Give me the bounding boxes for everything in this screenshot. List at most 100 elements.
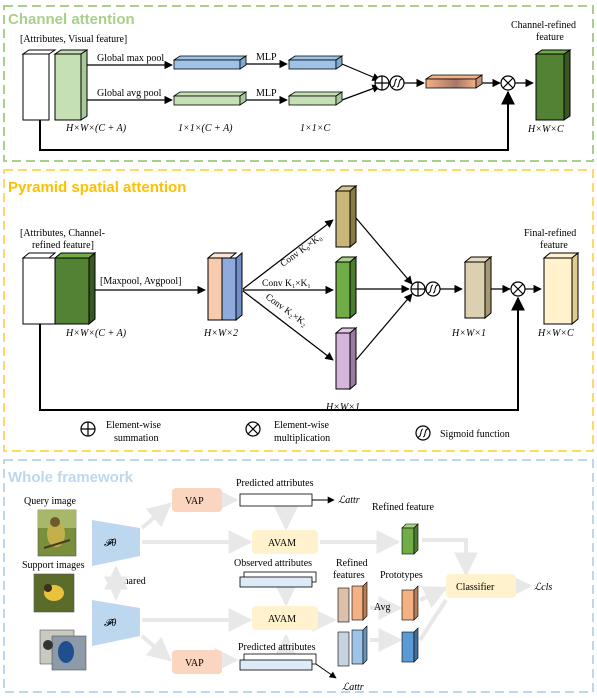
pyramid-input-block [21, 251, 97, 326]
legend-sigmoid-icon [415, 425, 431, 441]
classifier-label: Classifier [456, 582, 495, 593]
refined-features-label-1: Refined [336, 558, 368, 569]
query-image [37, 509, 77, 557]
channel-output-label-1: Channel-refined [511, 20, 576, 31]
avam-top-label: AVAM [268, 538, 296, 549]
vap-box-top: VAP [172, 488, 222, 512]
legend-sum-label-1: Element-wise [106, 420, 162, 431]
vap-box-bottom: VAP [172, 650, 222, 674]
prototypes-label: Prototypes [380, 570, 423, 581]
channel-input-label: [Attributes, Visual feature] [20, 34, 127, 45]
avg-pool-vector [172, 91, 248, 106]
pyramid-input-label-2: refined feature] [32, 240, 94, 251]
pyramid-skip-connection [39, 296, 525, 411]
pyramid-multiply-icon [510, 281, 526, 297]
pyramid-section-border [3, 169, 594, 452]
encoder-query: 𝓕θ [92, 520, 140, 566]
encoder-query-label: 𝓕θ [104, 538, 116, 549]
support-image-3 [39, 629, 87, 671]
pyramid-input-dim: H×W×(C + A) [65, 328, 127, 339]
channel-input-block [21, 49, 89, 121]
channel-weight-vector [424, 74, 484, 89]
attr-loss-top: ℒattr [338, 495, 360, 506]
conv-output-dim: H×W×1 [325, 402, 360, 413]
conv2-arrow [242, 290, 334, 361]
avam-box-top: AVAM [252, 530, 318, 554]
refined-support-features-bottom [337, 625, 368, 667]
observed-attributes-bar-2 [239, 576, 313, 588]
support-image-2 [44, 566, 84, 604]
refined-query-feature [401, 523, 419, 555]
mlp-label-top: MLP [256, 52, 277, 63]
channel-input-dim: H×W×(C + A) [65, 123, 127, 134]
max-pool-vector [172, 55, 248, 70]
mlp-label-bottom: MLP [256, 88, 277, 99]
pool-label: [Maxpool, Avgpool] [100, 276, 181, 287]
pyramid-attention-section: Pyramid spatial attention [Attributes, C… [3, 169, 594, 452]
predicted-attributes-top-label: Predicted attributes [236, 478, 314, 489]
cls-loss: ℒcls [534, 582, 552, 593]
attention-map-dim: H×W×1 [451, 328, 486, 339]
refined-feature-label: Refined feature [372, 502, 434, 513]
merge-arrow-bottom [341, 84, 381, 101]
pyramid-sum-icon [410, 281, 426, 297]
prototype-top [401, 585, 419, 621]
channel-output-block [534, 49, 572, 121]
final-output-label-1: Final-refined [524, 228, 576, 239]
channel-output-label-2: feature [536, 32, 564, 43]
predicted-attributes-bottom-label: Predicted attributes [238, 642, 316, 653]
mlp-vector-bottom [287, 91, 344, 106]
attr-loss-bottom-arrow [315, 663, 337, 679]
pooled-map [206, 251, 243, 322]
pooled-map-dim: H×W×2 [203, 328, 238, 339]
legend-sum-label-2: summation [114, 433, 158, 444]
shared-label: Shared [118, 576, 146, 587]
pyramid-sigmoid-icon [425, 281, 441, 297]
channel-attention-section: Channel attention [Attributes, Visual fe… [3, 5, 594, 162]
legend-sigmoid-label: Sigmoid function [440, 429, 510, 440]
attr-loss-bottom: ℒattr [342, 682, 364, 693]
refined-support-features-top [337, 581, 368, 623]
avam-box-bottom: AVAM [252, 606, 318, 630]
conv0-output [334, 184, 358, 249]
channel-section-title: Channel attention [8, 11, 135, 28]
sigmoid-icon [389, 75, 405, 91]
predicted-attributes-bottom-bar-2 [239, 659, 313, 671]
mlp-vector-top [287, 55, 344, 70]
legend: Element-wise summation Element-wise mult… [80, 420, 510, 444]
conv1-output [334, 255, 358, 320]
classifier-box: Classifier [446, 574, 516, 598]
channel-section-border [3, 5, 594, 162]
legend-sum-icon [80, 421, 96, 437]
prototype-bottom [401, 627, 419, 663]
pyramid-section-title: Pyramid spatial attention [8, 179, 186, 196]
observed-attributes-label: Observed attributes [234, 558, 312, 569]
conv0-label: Conv K₀×K₀ [279, 233, 324, 270]
conv2-merge [355, 293, 413, 361]
legend-mul-label-2: multiplication [274, 433, 330, 444]
final-output-dim: H×W×C [537, 328, 574, 339]
spatial-attention-map [463, 255, 493, 320]
vap-bottom-label: VAP [185, 658, 204, 669]
predicted-attributes-top-bar [239, 493, 313, 507]
pyramid-input-label-1: [Attributes, Channel- [20, 228, 105, 239]
support-images-label: Support images [22, 560, 85, 571]
channel-output-dim: H×W×C [527, 124, 564, 135]
framework-section-title: Whole framework [8, 469, 134, 486]
framework-section-border [3, 459, 594, 693]
encoder-support: 𝓕θ [92, 600, 140, 646]
final-output-label-2: feature [540, 240, 568, 251]
avg-label: Avg [374, 602, 390, 613]
refined-features-label-2: features [333, 570, 365, 581]
channel-skip-connection [39, 90, 515, 151]
encoder-support-label: 𝓕θ [104, 618, 116, 629]
support-image-1 [33, 573, 75, 613]
vap-top-label: VAP [185, 496, 204, 507]
avg-pool-label: Global avg pool [97, 88, 162, 99]
avam-bottom-label: AVAM [268, 614, 296, 625]
framework-section: Whole framework Query image Support imag… [3, 459, 594, 693]
max-pool-label: Global max pool [97, 53, 164, 64]
final-output-block [542, 251, 580, 326]
conv2-output [334, 326, 358, 391]
